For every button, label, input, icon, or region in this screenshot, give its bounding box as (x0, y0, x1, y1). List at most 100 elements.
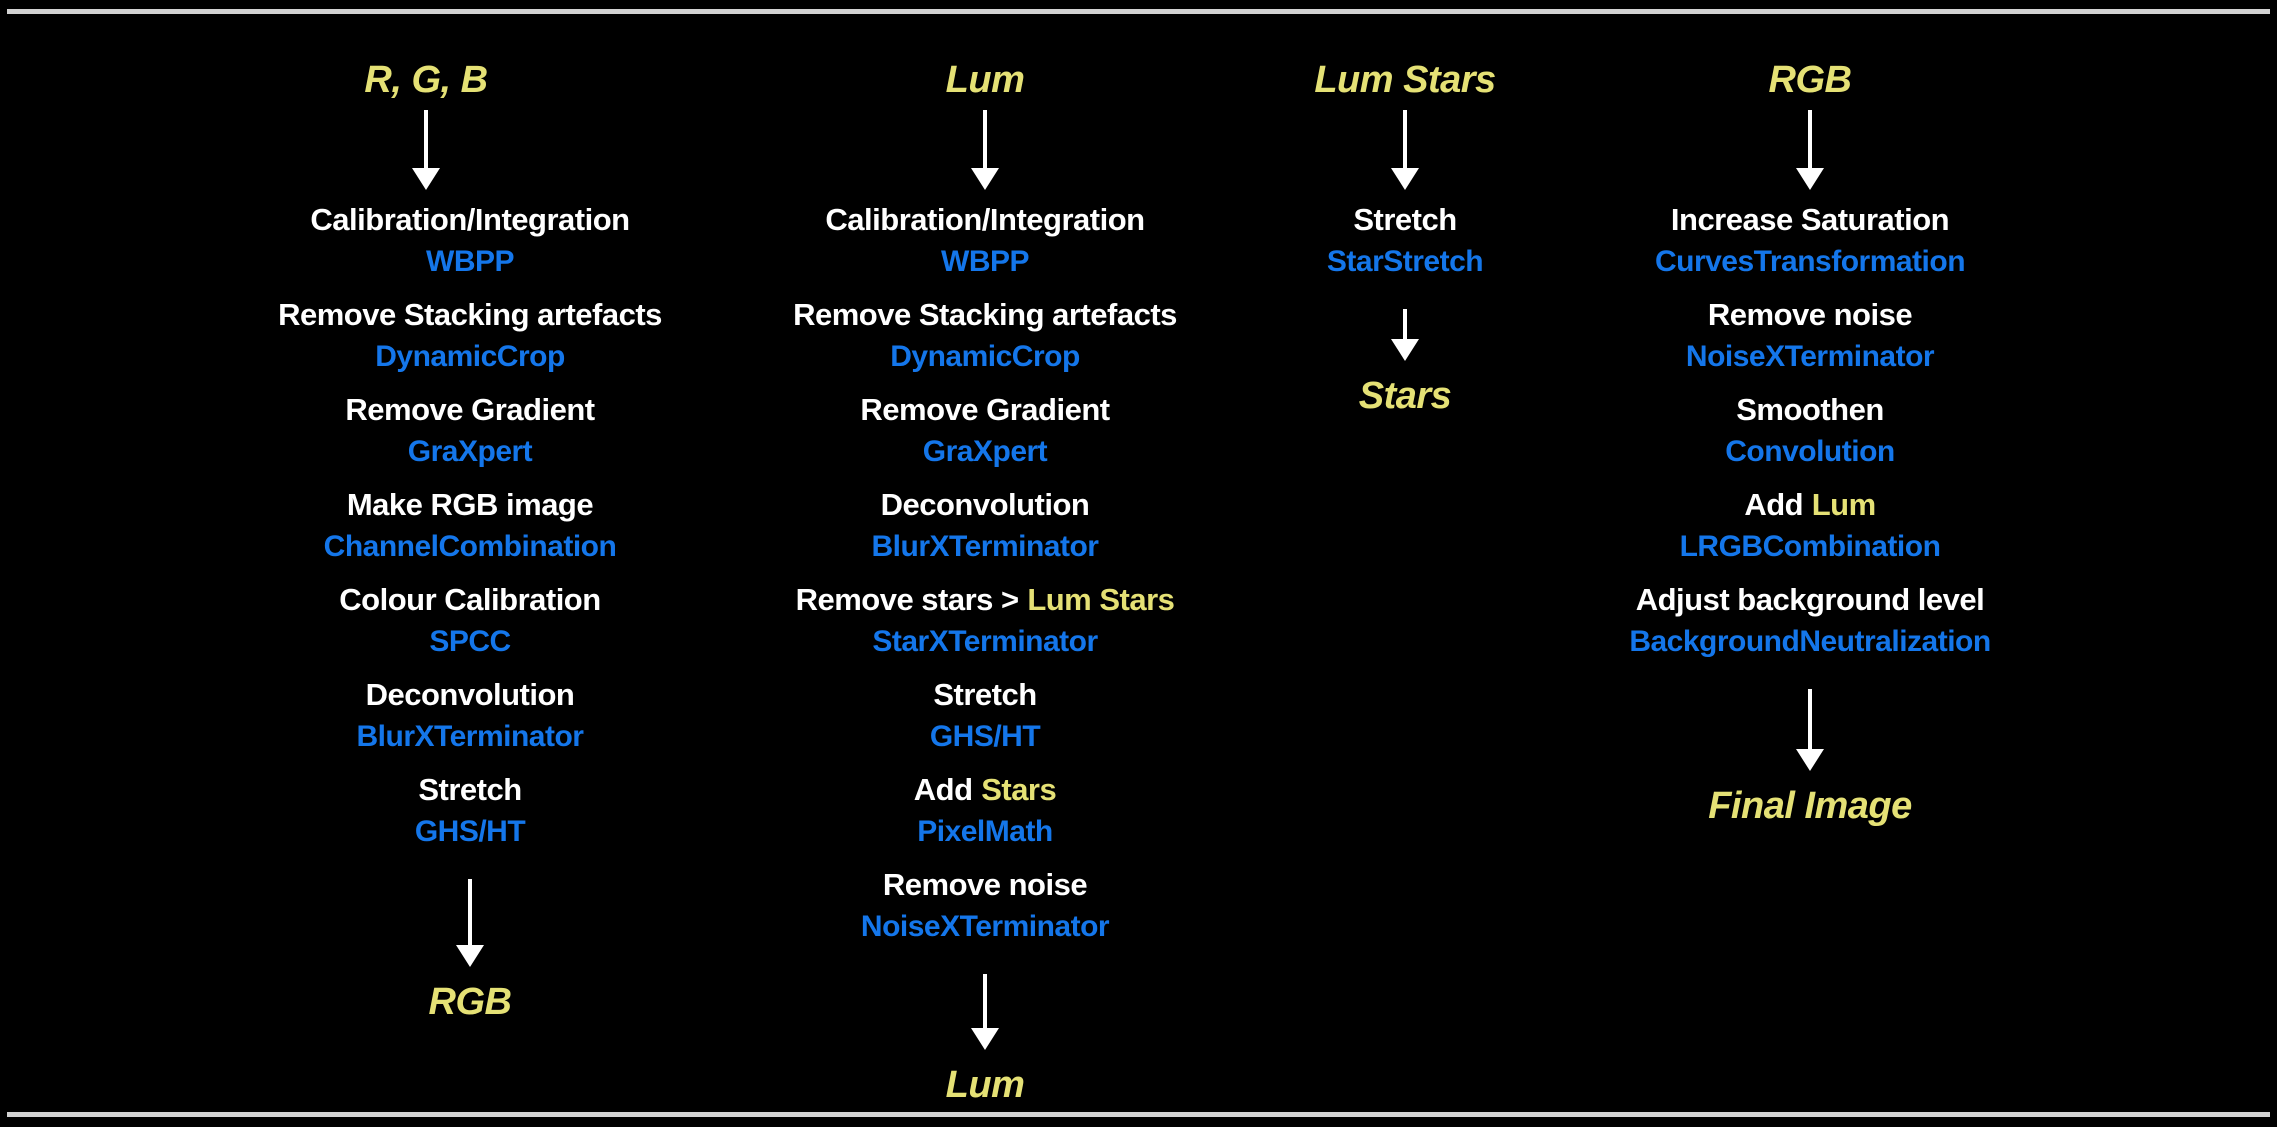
column-output: Final Image (1708, 785, 1912, 827)
column-header: R, G, B (364, 59, 488, 101)
down-arrow-icon (971, 974, 999, 1050)
column-lum: Lum Calibration/Integration WBPP Remove … (635, 58, 1335, 1108)
arrow-head (412, 168, 440, 190)
arrow-stem (983, 974, 987, 1028)
step-tool: NoiseXTerminator (1685, 340, 1935, 373)
flow-step: Calibration/Integration WBPP (310, 202, 630, 279)
step-tool: BlurXTerminator (871, 530, 1099, 563)
step-tool: GraXpert (922, 435, 1048, 468)
step-label: Adjust background level (1635, 582, 1985, 617)
down-arrow-icon (1391, 110, 1419, 190)
step-label: Colour Calibration (339, 582, 601, 617)
step-tool: BlurXTerminator (356, 720, 584, 753)
bottom-divider (7, 1112, 2270, 1117)
down-arrow-icon (412, 110, 440, 190)
step-label-accent: Lum (1811, 487, 1876, 522)
step-label: Remove noise (882, 867, 1088, 902)
flow-step: Calibration/Integration WBPP (825, 202, 1145, 279)
arrow-stem (1403, 309, 1407, 339)
step-tool: WBPP (941, 245, 1030, 278)
flow-step: Remove Stacking artefacts DynamicCrop (793, 297, 1177, 374)
column-rgb: RGB Increase Saturation CurvesTransforma… (1460, 58, 2160, 829)
flow-step: Deconvolution BlurXTerminator (357, 677, 584, 754)
arrow-head (971, 168, 999, 190)
down-arrow-icon (1796, 689, 1824, 771)
column-output: Stars (1358, 375, 1452, 417)
step-tool: ChannelCombination (323, 530, 617, 563)
column-r-g-b: R, G, B Calibration/Integration WBPP Rem… (120, 58, 820, 1025)
step-tool: StarXTerminator (872, 625, 1098, 658)
flow-step: Remove Gradient GraXpert (345, 392, 595, 469)
step-label: Calibration/Integration (310, 202, 630, 237)
step-label: Remove stars >Lum Stars (795, 582, 1175, 617)
step-label: Make RGB image (346, 487, 594, 522)
column-header: Lum (945, 59, 1025, 101)
step-tool: PixelMath (917, 815, 1053, 848)
arrow-stem (1808, 110, 1812, 168)
step-tool: StarStretch (1326, 245, 1484, 278)
arrow-stem (983, 110, 987, 168)
flow-step: Stretch GHS/HT (929, 677, 1041, 754)
step-label: Calibration/Integration (825, 202, 1145, 237)
step-tool: LRGBCombination (1679, 530, 1941, 563)
arrow-head (1391, 339, 1419, 361)
step-tool: CurvesTransformation (1654, 245, 1966, 278)
arrow-stem (1808, 689, 1812, 749)
step-tool: DynamicCrop (890, 340, 1080, 373)
column-header: RGB (1768, 59, 1852, 101)
arrow-stem (468, 879, 472, 945)
arrow-head (1391, 168, 1419, 190)
step-label: Stretch (933, 677, 1037, 712)
step-label: Smoothen (1736, 392, 1884, 427)
step-tool: DynamicCrop (375, 340, 565, 373)
arrow-head (1796, 749, 1824, 771)
arrow-stem (424, 110, 428, 168)
step-label: Stretch (418, 772, 522, 807)
column-header: Lum Stars (1314, 59, 1496, 101)
flow-step: Remove noise NoiseXTerminator (860, 867, 1110, 944)
step-tool: BackgroundNeutralization (1629, 625, 1991, 658)
top-divider (7, 9, 2270, 14)
step-label: Increase Saturation (1670, 202, 1950, 237)
down-arrow-icon (1391, 309, 1419, 361)
step-tool: NoiseXTerminator (860, 910, 1110, 943)
arrow-head (456, 945, 484, 967)
step-label: Remove Gradient (860, 392, 1110, 427)
step-tool: GHS/HT (929, 720, 1041, 753)
arrow-stem (1403, 110, 1407, 168)
step-tool: Convolution (1725, 435, 1895, 468)
flow-step: Increase Saturation CurvesTransformation (1654, 202, 1966, 279)
flow-step: Remove Gradient GraXpert (860, 392, 1110, 469)
flow-step: Remove noise NoiseXTerminator (1685, 297, 1935, 374)
step-label: Deconvolution (880, 487, 1090, 522)
flow-step: Stretch GHS/HT (414, 772, 526, 849)
column-output: Lum (945, 1064, 1025, 1106)
arrow-head (1796, 168, 1824, 190)
step-label: Remove noise (1707, 297, 1913, 332)
step-label-accent: Lum Stars (1027, 582, 1175, 617)
step-tool: GraXpert (407, 435, 533, 468)
column-lum-stars: Lum Stars Stretch StarStretch Stars (1055, 58, 1755, 419)
flow-step: Adjust background level BackgroundNeutra… (1629, 582, 1991, 659)
arrow-head (971, 1028, 999, 1050)
flow-step: Deconvolution BlurXTerminator (872, 487, 1099, 564)
flow-step: Colour Calibration SPCC (339, 582, 601, 659)
step-label-accent: Stars (981, 772, 1057, 807)
step-label: Remove Stacking artefacts (278, 297, 662, 332)
down-arrow-icon (1796, 110, 1824, 190)
step-tool: WBPP (426, 245, 515, 278)
down-arrow-icon (456, 879, 484, 967)
step-label: Deconvolution (365, 677, 575, 712)
step-tool: GHS/HT (414, 815, 526, 848)
step-label: Remove Stacking artefacts (793, 297, 1177, 332)
down-arrow-icon (971, 110, 999, 190)
step-tool: SPCC (429, 625, 511, 658)
column-output: RGB (428, 981, 512, 1023)
flow-step: Stretch StarStretch (1326, 202, 1484, 279)
flow-step: Smoothen Convolution (1725, 392, 1895, 469)
